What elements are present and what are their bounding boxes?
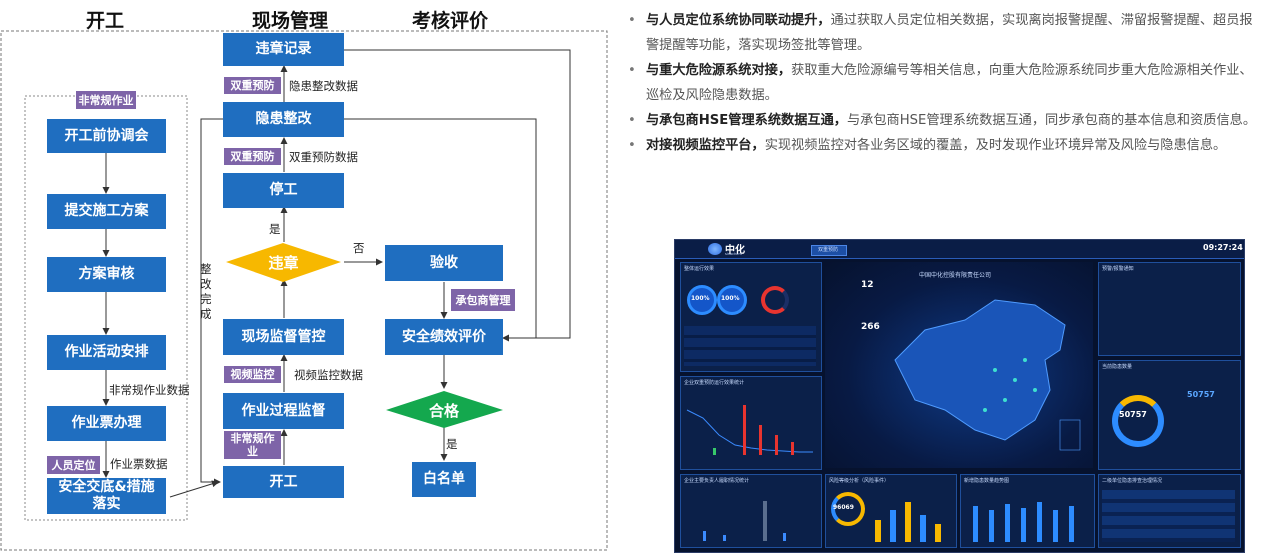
column-header-start: 开工 bbox=[85, 10, 124, 32]
step-plan-review: 方案审核 bbox=[47, 257, 166, 292]
kpi-rows bbox=[684, 326, 816, 366]
step-hazard-rectify: 隐患整改 bbox=[223, 102, 344, 137]
hidden-danger-ring bbox=[1112, 395, 1164, 447]
map-title: 中国中化控股有限责任公司 bbox=[919, 272, 992, 279]
dashboard-logo-sub: sinochem bbox=[725, 252, 742, 256]
leader-chart bbox=[703, 501, 786, 541]
step-site-supervision: 现场监督管控 bbox=[223, 319, 344, 355]
step-acceptance: 验收 bbox=[385, 245, 503, 281]
panel-safety-title: 预警/报警通知 bbox=[1102, 266, 1134, 272]
tag-contractor-management: 承包商管理 bbox=[451, 289, 515, 311]
step-activity-arrangement: 作业活动安排 bbox=[47, 335, 166, 370]
integration-bullets: •与人员定位系统协同联动提升，通过获取人员定位相关数据，实现离岗报警提醒、滞留报… bbox=[622, 8, 1258, 158]
dashboard-screenshot: 中化 sinochem 双重预防 09:27:24 整体运行效果 100% 10… bbox=[674, 239, 1245, 553]
panel-hidden-title: 当前隐患数量 bbox=[1102, 364, 1133, 370]
step-whitelist: 白名单 bbox=[412, 462, 476, 497]
panel-overall-title: 整体运行效果 bbox=[684, 266, 715, 272]
label-yes-violation: 是 bbox=[269, 222, 281, 236]
risk-bars bbox=[875, 502, 941, 542]
column-header-assessment: 考核评价 bbox=[411, 10, 488, 32]
tag-dual-prevention-2: 双重预防 bbox=[224, 148, 281, 165]
gauge-2 bbox=[717, 285, 747, 315]
dashboard-logo: 中化 bbox=[725, 245, 745, 256]
decision-violation-label: 违章 bbox=[268, 254, 299, 272]
panel-leader-title: 企业主要负责人履职情况统计 bbox=[684, 478, 750, 484]
panel-stats-title: 企业双重预防运行效果统计 bbox=[684, 380, 745, 386]
hidden-danger-total: 50757 bbox=[1119, 410, 1147, 419]
label-permit-data: 作业票数据 bbox=[110, 457, 168, 471]
label-rectify-complete: 整改完成 bbox=[200, 262, 212, 321]
stats-chart bbox=[686, 405, 813, 455]
panel-safety-alerts bbox=[1098, 262, 1241, 356]
dashboard-clock: 09:27:24 bbox=[1203, 243, 1243, 252]
flow-connectors bbox=[0, 30, 608, 551]
step-safety-performance-eval: 安全绩效评价 bbox=[385, 319, 503, 355]
tag-video-monitoring: 视频监控 bbox=[224, 366, 281, 383]
decision-qualified-label: 合格 bbox=[428, 402, 459, 420]
risk-total: 96069 bbox=[833, 504, 854, 511]
risk-ring bbox=[831, 492, 865, 526]
new-hidden-bars bbox=[973, 502, 1074, 542]
tag-non-routine: 非常规作业 bbox=[224, 431, 281, 459]
step-process-supervision: 作业过程监督 bbox=[223, 393, 344, 429]
tag-dual-prevention-1: 双重预防 bbox=[224, 77, 281, 94]
bullet-contractor-hse: •与承包商HSE管理系统数据互通，与承包商HSE管理系统数据互通，同步承包商的基… bbox=[628, 113, 1257, 128]
panel-new-title: 新增隐患数量趋势图 bbox=[964, 478, 1010, 484]
label-yes-qualified: 是 bbox=[446, 437, 458, 451]
bullet-personnel-location: •与人员定位系统协同联动提升，通过获取人员定位相关数据，实现离岗报警提醒、滞留报… bbox=[628, 13, 1253, 53]
step-start-work: 开工 bbox=[223, 466, 344, 498]
label-dual-prevention-data: 双重预防数据 bbox=[289, 150, 358, 164]
step-coordination-meeting: 开工前协调会 bbox=[47, 119, 166, 153]
metric-266: 266 bbox=[861, 322, 880, 332]
logo-icon bbox=[708, 243, 722, 255]
china-map bbox=[894, 299, 1081, 451]
step-safety-briefing: 安全交底&措施落实 bbox=[47, 478, 166, 514]
tag-non-routine-group: 非常规作业 bbox=[76, 91, 136, 109]
panel-table-title: 二级单位隐患排查治理情况 bbox=[1102, 478, 1163, 484]
metric-12: 12 bbox=[861, 280, 874, 290]
hidden-danger-count: 50757 bbox=[1187, 390, 1215, 399]
gauge-2-value: 100% bbox=[721, 295, 740, 302]
label-non-routine-data: 非常规作业数据 bbox=[109, 383, 190, 397]
panel-risk-title: 风险等级分析（风险事件） bbox=[829, 478, 890, 484]
nav-tab-label: 双重预防 bbox=[818, 247, 839, 253]
bullet-major-hazard: •与重大危险源系统对接，获取重大危险源编号等相关信息，向重大危险源系统同步重大危… bbox=[628, 63, 1253, 103]
gauge-1 bbox=[687, 285, 717, 315]
decision-qualified bbox=[386, 391, 503, 428]
label-video-data: 视频监控数据 bbox=[294, 368, 363, 382]
step-work-permit: 作业票办理 bbox=[47, 406, 166, 441]
label-hazard-rectify-data: 隐患整改数据 bbox=[289, 79, 358, 93]
decision-violation bbox=[226, 243, 341, 282]
nav-tab-dual-prevention[interactable] bbox=[811, 245, 847, 256]
column-header-site-management: 现场管理 bbox=[251, 10, 328, 32]
donut-chart bbox=[761, 286, 789, 314]
step-violation-record: 违章记录 bbox=[223, 33, 344, 66]
unit-table bbox=[1102, 490, 1235, 542]
panel-stats bbox=[680, 376, 822, 470]
step-submit-plan: 提交施工方案 bbox=[47, 194, 166, 229]
label-no: 否 bbox=[353, 241, 365, 255]
tag-personnel-location: 人员定位 bbox=[47, 456, 100, 474]
step-stop-work: 停工 bbox=[223, 173, 344, 208]
dashboard-header bbox=[675, 240, 1244, 259]
gauge-1-value: 100% bbox=[691, 295, 710, 302]
bullet-video-platform: •对接视频监控平台，实现视频监控对各业务区域的覆盖，及时发现作业环境异常及风险与… bbox=[628, 138, 1227, 153]
